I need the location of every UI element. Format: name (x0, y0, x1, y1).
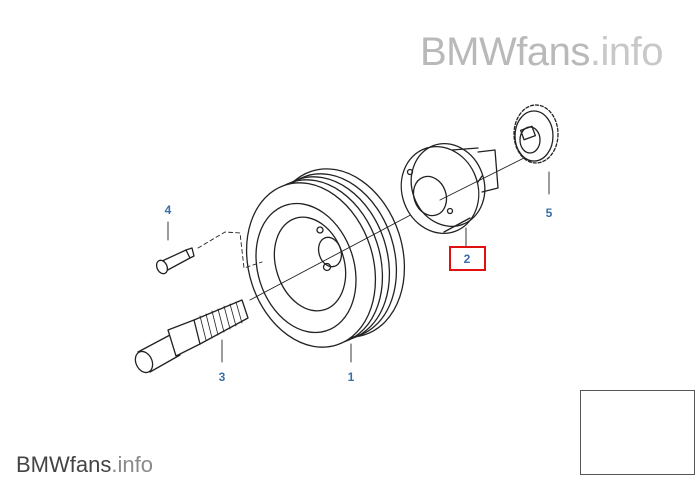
callout-3[interactable]: 3 (218, 370, 226, 384)
callout-2[interactable]: 2 (463, 252, 471, 266)
watermark-bottom-domain: .info (111, 452, 153, 477)
bolt-part-4[interactable] (155, 221, 263, 275)
car-thumbnail-frame[interactable] (580, 390, 695, 475)
callout-4[interactable]: 4 (164, 203, 172, 217)
bolt-part-3[interactable] (132, 299, 249, 375)
callout-5[interactable]: 5 (545, 206, 553, 220)
watermark-bottom: BMWfans.info (16, 452, 153, 478)
hub-part-2[interactable] (389, 133, 541, 247)
watermark-top-domain: .info (589, 30, 664, 74)
pulley-part-1[interactable] (226, 151, 425, 364)
watermark-top-brand: BMWfans (420, 30, 590, 74)
callout-1[interactable]: 1 (347, 370, 355, 384)
sprocket-part-5[interactable] (513, 104, 559, 195)
watermark-top: BMWfans.info (420, 30, 663, 75)
watermark-bottom-brand: BMWfans (16, 452, 112, 477)
highlight-box-part-2 (449, 246, 486, 271)
